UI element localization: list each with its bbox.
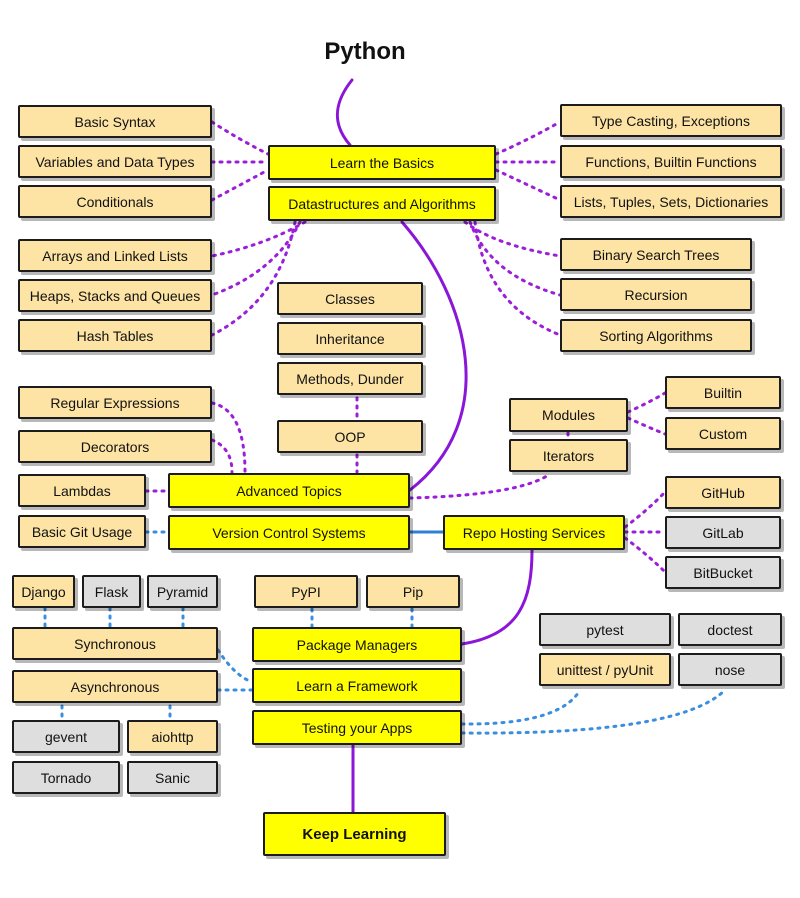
pytest-node[interactable]: pytest	[539, 613, 671, 646]
builtin-node[interactable]: Builtin	[665, 376, 781, 409]
conditionals-node[interactable]: Conditionals	[18, 185, 212, 218]
recursion-node[interactable]: Recursion	[560, 278, 752, 311]
binary-search-trees-node[interactable]: Binary Search Trees	[560, 238, 752, 271]
arrays-linked-lists-node[interactable]: Arrays and Linked Lists	[18, 239, 212, 272]
sorting-algorithms-node[interactable]: Sorting Algorithms	[560, 319, 752, 352]
repo-hosting-services-node[interactable]: Repo Hosting Services	[443, 515, 625, 550]
asynchronous-node[interactable]: Asynchronous	[12, 670, 218, 703]
basic-git-usage-node[interactable]: Basic Git Usage	[18, 515, 146, 548]
spine-repo-to-packages	[460, 548, 534, 646]
flask-node[interactable]: Flask	[82, 575, 141, 608]
keep-learning-node[interactable]: Keep Learning	[263, 812, 446, 856]
unittest-pyunit-node[interactable]: unittest / pyUnit	[539, 653, 671, 686]
learn-a-framework-node[interactable]: Learn a Framework	[252, 668, 462, 703]
django-node[interactable]: Django	[12, 575, 75, 608]
learn-the-basics-node[interactable]: Learn the Basics	[268, 145, 496, 180]
lambdas-node[interactable]: Lambdas	[18, 474, 146, 507]
pyramid-node[interactable]: Pyramid	[147, 575, 218, 608]
pypi-node[interactable]: PyPI	[254, 575, 358, 608]
pip-node[interactable]: Pip	[366, 575, 460, 608]
aiohttp-node[interactable]: aiohttp	[127, 720, 218, 753]
inheritance-node[interactable]: Inheritance	[277, 322, 423, 355]
spine-title-to-basics	[335, 78, 354, 147]
doctest-node[interactable]: doctest	[678, 613, 782, 646]
datastructures-algorithms-node[interactable]: Datastructures and Algorithms	[268, 186, 496, 221]
regular-expressions-node[interactable]: Regular Expressions	[18, 386, 212, 419]
bitbucket-node[interactable]: BitBucket	[665, 556, 781, 589]
gitlab-node[interactable]: GitLab	[665, 516, 781, 549]
advanced-topics-node[interactable]: Advanced Topics	[168, 473, 410, 508]
custom-node[interactable]: Custom	[665, 417, 781, 450]
methods-dunder-node[interactable]: Methods, Dunder	[277, 362, 423, 395]
type-casting-exceptions-node[interactable]: Type Casting, Exceptions	[560, 104, 782, 137]
testing-your-apps-node[interactable]: Testing your Apps	[252, 710, 462, 745]
functions-builtin-node[interactable]: Functions, Builtin Functions	[560, 145, 782, 178]
modules-node[interactable]: Modules	[509, 398, 628, 432]
classes-node[interactable]: Classes	[277, 282, 423, 315]
spine-ds-to-advanced	[400, 220, 468, 492]
roadmap-title: Python	[324, 38, 406, 65]
hash-tables-node[interactable]: Hash Tables	[18, 319, 212, 352]
github-node[interactable]: GitHub	[665, 476, 781, 509]
synchronous-node[interactable]: Synchronous	[12, 627, 218, 660]
tornado-node[interactable]: Tornado	[12, 761, 120, 794]
gevent-node[interactable]: gevent	[12, 720, 120, 753]
version-control-systems-node[interactable]: Version Control Systems	[168, 515, 410, 550]
heaps-stacks-queues-node[interactable]: Heaps, Stacks and Queues	[18, 279, 212, 312]
decorators-node[interactable]: Decorators	[18, 430, 212, 463]
package-managers-node[interactable]: Package Managers	[252, 627, 462, 662]
sanic-node[interactable]: Sanic	[127, 761, 218, 794]
basic-syntax-node[interactable]: Basic Syntax	[18, 105, 212, 138]
lists-tuples-sets-node[interactable]: Lists, Tuples, Sets, Dictionaries	[560, 185, 782, 218]
nose-node[interactable]: nose	[678, 653, 782, 686]
iterators-node[interactable]: Iterators	[509, 439, 628, 472]
variables-data-types-node[interactable]: Variables and Data Types	[18, 145, 212, 178]
oop-node[interactable]: OOP	[277, 420, 423, 453]
